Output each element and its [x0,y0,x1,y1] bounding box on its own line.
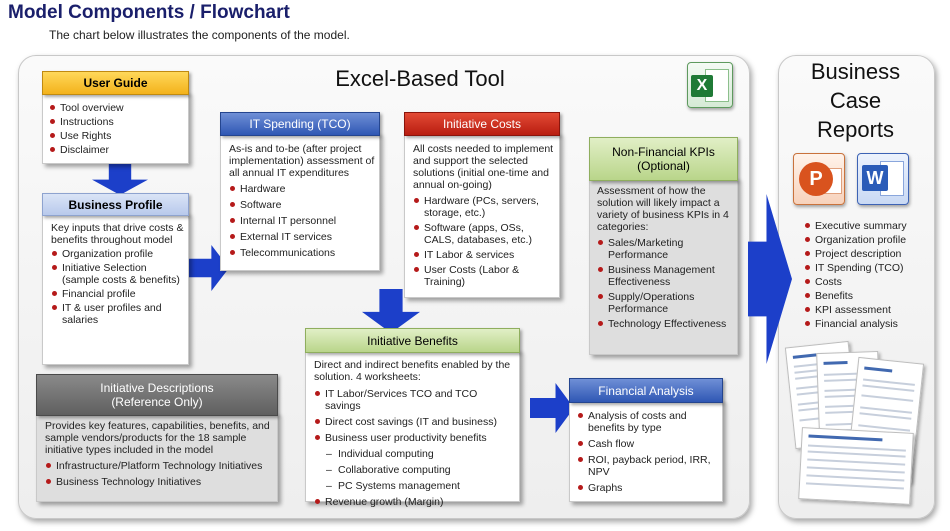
list-item: ROI, payback period, IRR, NPV [577,454,718,478]
it-spending-header: IT Spending (TCO) [220,112,380,136]
user-guide-box: Tool overview Instructions Use Rights Di… [42,92,189,164]
word-icon: W [857,153,909,205]
list-item: Hardware (PCs, servers, storage, etc.) [413,195,555,219]
non-financial-kpis-header: Non-Financial KPIs (Optional) [589,137,738,181]
list-item: Disclaimer [49,144,184,156]
list-item: Revenue growth (Margin) [314,496,515,508]
list-item: Executive summary [804,220,934,232]
initiative-costs-header: Initiative Costs [404,112,560,136]
list-item: Financial profile [51,288,184,300]
list-item: Use Rights [49,130,184,142]
financial-analysis-box: Analysis of costs and benefits by type C… [569,400,723,502]
initiative-costs-box: All costs needed to implement and suppor… [404,133,560,298]
list-item: IT Labor & services [413,249,555,261]
report-page-thumbnail [798,427,914,505]
list-item: Telecommunications [229,247,375,259]
list-item: Costs [804,276,934,288]
non-financial-kpis-box: Assessment of how the solution will like… [589,178,738,355]
list-item: Organization profile [804,234,934,246]
list-item: Software [229,199,375,211]
list-item: Tool overview [49,102,184,114]
list-item: Analysis of costs and benefits by type [577,410,718,434]
initiative-descriptions-box: Provides key features, capabilities, ben… [36,413,278,502]
list-item: Sales/Marketing Performance [597,237,733,261]
list-item: Infrastructure/Platform Technology Initi… [45,460,271,472]
list-item: Business Technology Initiatives [45,476,271,488]
initiative-descriptions-header: Initiative Descriptions (Reference Only) [36,374,278,416]
user-guide-header: User Guide [42,71,189,95]
initiative-benefits-description: Direct and indirect benefits enabled by … [314,359,511,383]
financial-analysis-header: Financial Analysis [569,378,723,403]
list-item: Hardware [229,183,375,195]
initiative-benefits-box: Direct and indirect benefits enabled by … [305,350,520,508]
business-profile-box: Key inputs that drive costs & benefits t… [42,213,189,365]
page-subtitle: The chart below illustrates the componen… [49,28,350,42]
list-item: Initiative Selection (sample costs & ben… [51,262,184,286]
business-profile-description: Key inputs that drive costs & benefits t… [51,222,184,246]
list-item: KPI assessment [804,304,934,316]
it-spending-description: As-is and to-be (after project implement… [229,143,375,179]
list-item: Software (apps, OSs, CALS, databases, et… [413,222,555,246]
excel-tool-title: Excel-Based Tool [335,66,505,91]
list-item: IT Labor/Services TCO and TCO savings [314,388,515,412]
powerpoint-icon: P [793,153,845,205]
page-title: Model Components / Flowchart [8,2,290,23]
it-spending-box: As-is and to-be (after project implement… [220,133,380,271]
list-item: Financial analysis [804,318,934,330]
list-item: Technology Effectiveness [597,318,733,330]
initiative-costs-description: All costs needed to implement and suppor… [413,143,554,191]
reports-list: Executive summary Organization profile P… [804,220,934,332]
list-item: Individual computing [314,448,515,460]
list-item: IT & user profiles and salaries [51,302,184,326]
reports-title: Business Case Reports [810,59,901,142]
business-profile-header: Business Profile [42,193,189,216]
list-item: User Costs (Labor & Training) [413,264,555,288]
list-item: Cash flow [577,438,718,450]
list-item: Internal IT personnel [229,215,375,227]
initiative-descriptions-description: Provides key features, capabilities, ben… [45,420,270,456]
initiative-benefits-header: Initiative Benefits [305,328,520,353]
list-item: PC Systems management [314,480,515,492]
excel-icon: X [687,62,733,108]
list-item: Collaborative computing [314,464,515,476]
list-item: Instructions [49,116,184,128]
list-item: Business Management Effectiveness [597,264,733,288]
list-item: Benefits [804,290,934,302]
list-item: Organization profile [51,248,184,260]
list-item: External IT services [229,231,375,243]
kpis-description: Assessment of how the solution will like… [597,185,729,233]
list-item: Business user productivity benefits [314,432,515,444]
list-item: Graphs [577,482,718,494]
list-item: Project description [804,248,934,260]
list-item: IT Spending (TCO) [804,262,934,274]
list-item: Direct cost savings (IT and business) [314,416,515,428]
list-item: Supply/Operations Performance [597,291,733,315]
